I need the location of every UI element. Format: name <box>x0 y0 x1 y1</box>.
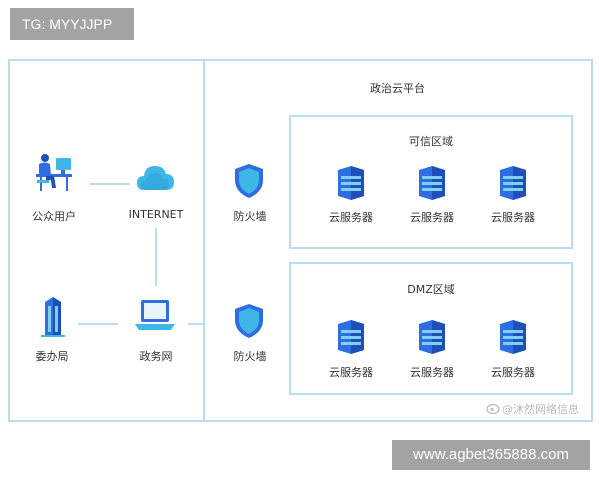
shield-icon <box>233 302 265 340</box>
server-icon <box>497 320 529 354</box>
building-icon <box>39 296 67 338</box>
connector-office-govnet <box>78 323 118 325</box>
watermark-tag-bottom: www.agbet365888.com <box>392 440 590 470</box>
internet-label: INTERNET <box>128 208 184 221</box>
server-icon <box>497 166 529 200</box>
connector-internet-govnet <box>155 228 157 286</box>
server-label: 云服务器 <box>329 211 373 224</box>
shield-icon <box>233 162 265 200</box>
server-label: 云服务器 <box>410 211 454 224</box>
firewall-bottom-label: 防火墙 <box>233 350 267 363</box>
server-label: 云服务器 <box>491 366 535 379</box>
weibo-watermark: @沐然网络信息 <box>502 403 579 416</box>
outer-frame <box>8 59 593 422</box>
laptop-icon <box>133 298 177 332</box>
server-icon <box>416 166 448 200</box>
public-user-label: 公众用户 <box>32 210 76 223</box>
committee-office-label: 委办局 <box>35 350 69 363</box>
gov-network-label: 政务网 <box>139 350 173 363</box>
dmz-zone-title: DMZ区域 <box>407 283 455 296</box>
public-user-icon <box>34 152 74 194</box>
server-icon <box>335 320 367 354</box>
platform-title: 政治云平台 <box>370 82 425 95</box>
server-icon <box>335 166 367 200</box>
connector-govnet-platform <box>188 323 204 325</box>
connector-user-internet <box>90 183 130 185</box>
server-icon <box>416 320 448 354</box>
server-label: 云服务器 <box>491 211 535 224</box>
weibo-icon <box>486 402 500 414</box>
firewall-top-label: 防火墙 <box>233 210 267 223</box>
trusted-zone-title: 可信区域 <box>409 135 453 148</box>
section-divider <box>203 59 205 422</box>
cloud-icon <box>136 160 176 194</box>
server-label: 云服务器 <box>329 366 373 379</box>
watermark-tag-top: TG: MYYJJPP <box>10 8 134 40</box>
server-label: 云服务器 <box>410 366 454 379</box>
